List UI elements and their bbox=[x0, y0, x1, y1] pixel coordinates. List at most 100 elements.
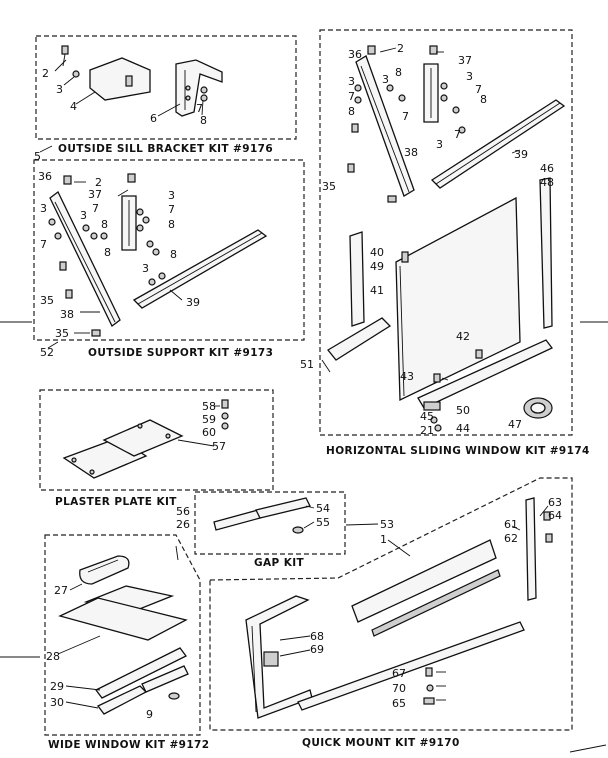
callout-8: 8 bbox=[170, 248, 177, 261]
callout-8: 8 bbox=[200, 114, 207, 127]
callout-35: 35 bbox=[322, 180, 336, 193]
callout-8: 8 bbox=[168, 218, 175, 231]
callout-38: 38 bbox=[60, 308, 74, 321]
callout-26: 26 bbox=[176, 518, 190, 531]
callout-44: 44 bbox=[456, 422, 470, 435]
callout-2: 2 bbox=[42, 67, 49, 80]
callout-3: 3 bbox=[348, 75, 355, 88]
callout-30: 30 bbox=[50, 696, 64, 709]
callout-49: 49 bbox=[370, 260, 384, 273]
callout-41: 41 bbox=[370, 284, 384, 297]
callout-70: 70 bbox=[392, 682, 406, 695]
callout-52: 52 bbox=[40, 346, 54, 359]
callout-35: 35 bbox=[55, 327, 69, 340]
callout-27: 27 bbox=[54, 584, 68, 597]
wide-window-parts bbox=[57, 545, 189, 715]
callout-28: 28 bbox=[46, 650, 60, 663]
sill-bracket-parts bbox=[39, 45, 223, 153]
callout-60: 60 bbox=[202, 426, 216, 439]
callout-36: 36 bbox=[38, 170, 52, 183]
kit-label-outside-support: OUTSIDE SUPPORT KIT #9173 bbox=[88, 347, 273, 359]
sliding-window-parts bbox=[321, 45, 566, 432]
callout-59: 59 bbox=[202, 413, 216, 426]
callout-7: 7 bbox=[196, 102, 203, 115]
callout-9: 9 bbox=[146, 708, 153, 721]
gap-kit-parts bbox=[213, 497, 379, 534]
callout-8: 8 bbox=[104, 246, 111, 259]
callout-7: 7 bbox=[475, 83, 482, 96]
callout-7: 7 bbox=[168, 203, 175, 216]
callout-3: 3 bbox=[56, 83, 63, 96]
callout-45: 45 bbox=[420, 410, 434, 423]
kit-label-horizontal-sliding-window: HORIZONTAL SLIDING WINDOW KIT #9174 bbox=[326, 445, 590, 457]
callout-43: 43 bbox=[400, 370, 414, 383]
callout-8: 8 bbox=[395, 66, 402, 79]
callout-29: 29 bbox=[50, 680, 64, 693]
kit-label-plaster-plate: PLASTER PLATE KIT bbox=[55, 496, 177, 508]
callout-63: 63 bbox=[548, 496, 562, 509]
callout-3: 3 bbox=[382, 73, 389, 86]
plaster-plate-parts bbox=[62, 399, 229, 479]
callout-51: 51 bbox=[300, 358, 314, 371]
callout-47: 47 bbox=[508, 418, 522, 431]
callout-38: 38 bbox=[404, 146, 418, 159]
kit-label-wide-window: WIDE WINDOW KIT #9172 bbox=[48, 739, 209, 751]
callout-58: 58 bbox=[202, 400, 216, 413]
callout-5: 5 bbox=[34, 150, 41, 163]
outside-support-parts bbox=[47, 173, 268, 349]
margin-mark bbox=[569, 744, 607, 753]
quick-mount-kit-box bbox=[209, 477, 573, 731]
callout-40: 40 bbox=[370, 246, 384, 259]
callout-65: 65 bbox=[392, 697, 406, 710]
quick-mount-parts bbox=[245, 497, 553, 719]
callout-4: 4 bbox=[70, 100, 77, 113]
callout-54: 54 bbox=[316, 502, 330, 515]
outside-support-kit-box bbox=[33, 159, 305, 341]
callout-42: 42 bbox=[456, 330, 470, 343]
callout-68: 68 bbox=[310, 630, 324, 643]
callout-21: 21 bbox=[420, 424, 434, 437]
callout-56: 56 bbox=[176, 505, 190, 518]
callout-48: 48 bbox=[540, 176, 554, 189]
kit-label-sill-bracket: OUTSIDE SILL BRACKET KIT #9176 bbox=[58, 143, 273, 155]
callout-35: 35 bbox=[40, 294, 54, 307]
callout-39: 39 bbox=[514, 148, 528, 161]
callout-3: 3 bbox=[142, 262, 149, 275]
callout-3: 3 bbox=[40, 202, 47, 215]
callout-37: 37 bbox=[88, 188, 102, 201]
callout-7: 7 bbox=[454, 128, 461, 141]
kit-label-gap: GAP KIT bbox=[254, 557, 305, 569]
callout-8: 8 bbox=[101, 218, 108, 231]
wide-window-kit-box bbox=[44, 534, 201, 736]
gap-kit-box bbox=[194, 491, 346, 555]
callout-57: 57 bbox=[212, 440, 226, 453]
callout-7: 7 bbox=[40, 238, 47, 251]
sill-bracket-kit-box bbox=[35, 35, 297, 140]
callout-7: 7 bbox=[92, 202, 99, 215]
kit-label-quick-mount: QUICK MOUNT KIT #9170 bbox=[302, 737, 460, 749]
callout-55: 55 bbox=[316, 516, 330, 529]
callout-3: 3 bbox=[466, 70, 473, 83]
callout-6: 6 bbox=[150, 112, 157, 125]
callout-3: 3 bbox=[168, 189, 175, 202]
callout-46: 46 bbox=[540, 162, 554, 175]
callout-2: 2 bbox=[95, 176, 102, 189]
callout-39: 39 bbox=[186, 296, 200, 309]
callout-53: 53 bbox=[380, 518, 394, 531]
callout-3: 3 bbox=[80, 209, 87, 222]
callout-50: 50 bbox=[456, 404, 470, 417]
callout-69: 69 bbox=[310, 643, 324, 656]
callout-8: 8 bbox=[480, 93, 487, 106]
callout-2: 2 bbox=[397, 42, 404, 55]
callout-61: 61 bbox=[504, 518, 518, 531]
callout-62: 62 bbox=[504, 532, 518, 545]
callout-8: 8 bbox=[348, 105, 355, 118]
callout-64: 64 bbox=[548, 509, 562, 522]
callout-36: 36 bbox=[348, 48, 362, 61]
callout-1: 1 bbox=[380, 533, 387, 546]
callout-67: 67 bbox=[392, 667, 406, 680]
callout-7: 7 bbox=[402, 110, 409, 123]
callout-7: 7 bbox=[348, 90, 355, 103]
plaster-plate-kit-box bbox=[39, 389, 274, 491]
